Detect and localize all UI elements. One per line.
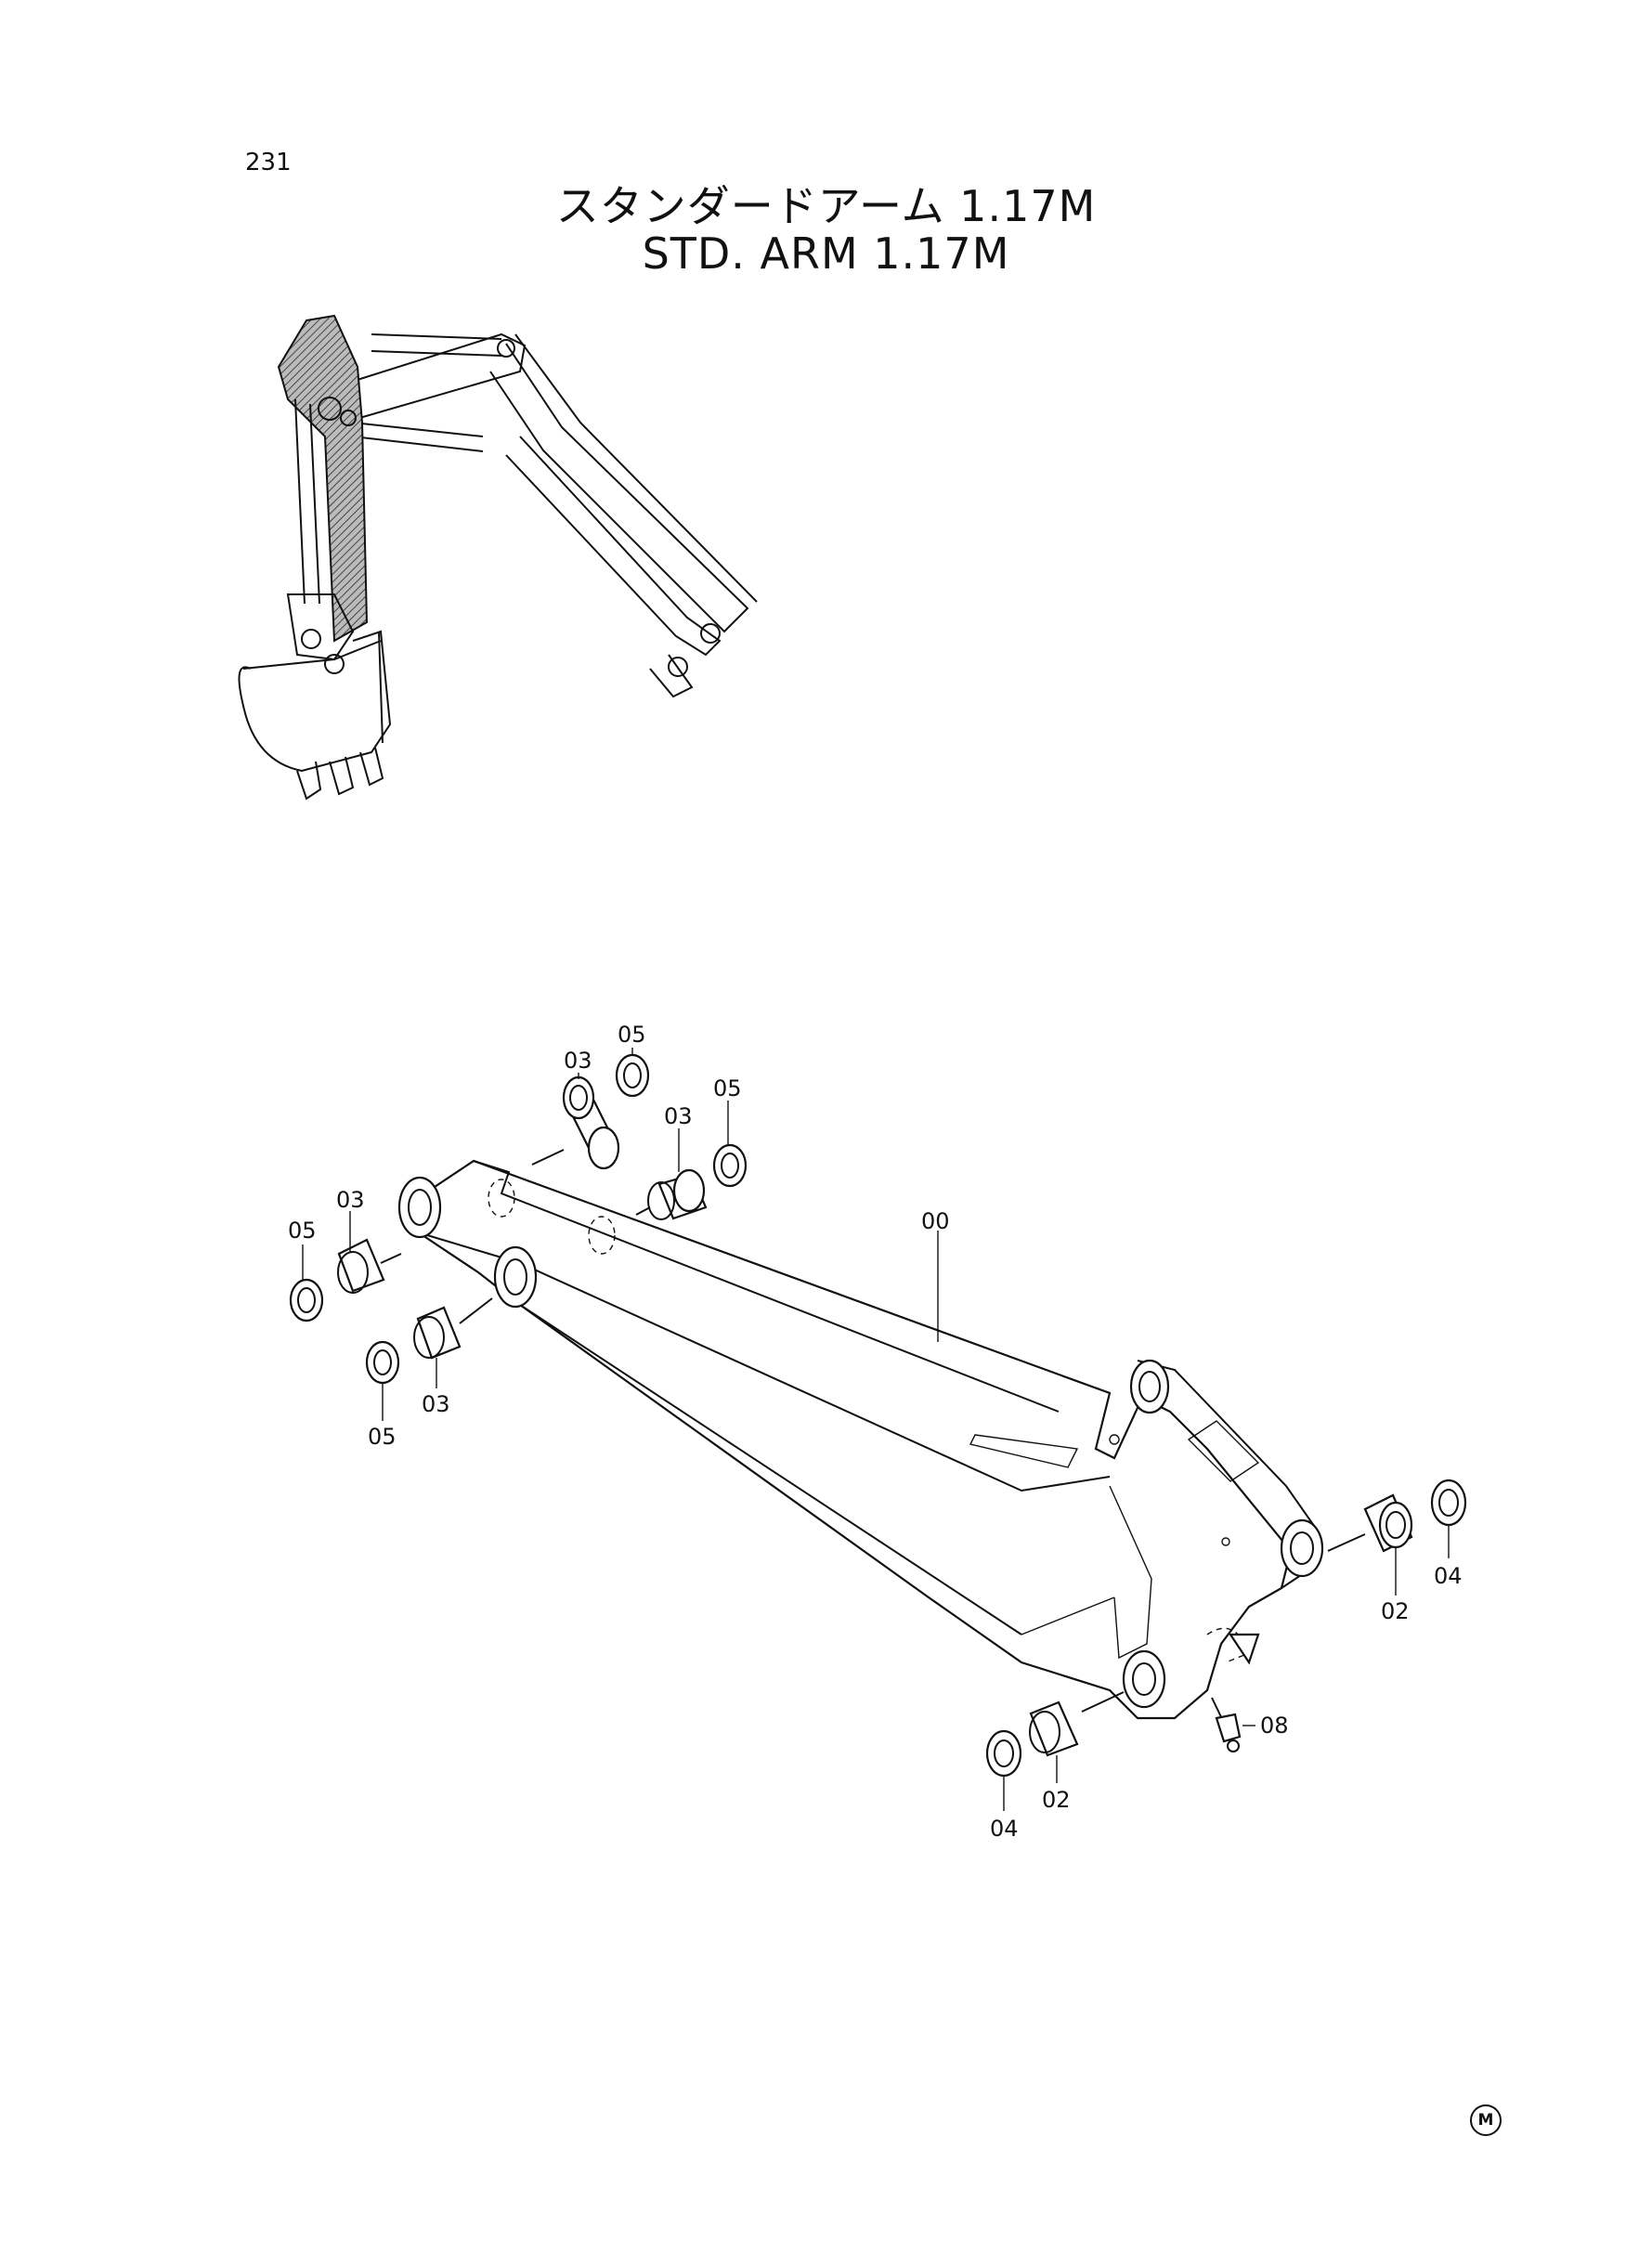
callout-03-c: 03: [336, 1187, 365, 1213]
seal-04-a: [1430, 1479, 1467, 1527]
callout-04-a: 04: [1434, 1563, 1463, 1589]
bushing-03-c: [337, 1238, 385, 1294]
callout-02-b: 02: [1042, 1787, 1071, 1813]
callout-00: 00: [921, 1208, 950, 1234]
callout-labels: 00 02 02 03 03 03 03 04 04 05 05 05 05 0…: [288, 1022, 1463, 1842]
callout-05-d: 05: [368, 1424, 397, 1450]
callout-02-a: 02: [1381, 1598, 1410, 1624]
callout-05-c: 05: [288, 1218, 317, 1244]
grease-fitting-08: [1211, 1697, 1242, 1752]
arm-highlight: [277, 314, 369, 643]
callout-08: 08: [1260, 1713, 1289, 1739]
bushing-03-d: [413, 1306, 462, 1360]
seal-05-b: [712, 1143, 748, 1188]
page-number: 231: [245, 149, 292, 176]
brand-mark: M: [1470, 2104, 1502, 2136]
bushing-02-b: [1029, 1700, 1079, 1757]
bushing-03-a: [562, 1075, 620, 1170]
callout-03-d: 03: [422, 1391, 450, 1417]
callout-05-a: 05: [618, 1022, 646, 1048]
bushing-02-a: [1363, 1493, 1413, 1553]
callout-05-b: 05: [713, 1075, 742, 1101]
arm-assembly: [289, 1048, 1467, 1811]
callout-03-a: 03: [564, 1048, 592, 1074]
title-japanese: スタンダードアーム 1.17M: [555, 181, 1097, 231]
overview-illustration: [238, 314, 758, 801]
callout-04-b: 04: [990, 1816, 1019, 1842]
seal-05-c: [289, 1278, 324, 1322]
seal-05-a: [615, 1053, 650, 1098]
callout-03-b: 03: [664, 1103, 693, 1129]
title-english: STD. ARM 1.17M: [642, 228, 1010, 279]
seal-04-b: [985, 1729, 1022, 1778]
bushing-03-b: [647, 1168, 708, 1220]
seal-05-d: [365, 1340, 400, 1385]
